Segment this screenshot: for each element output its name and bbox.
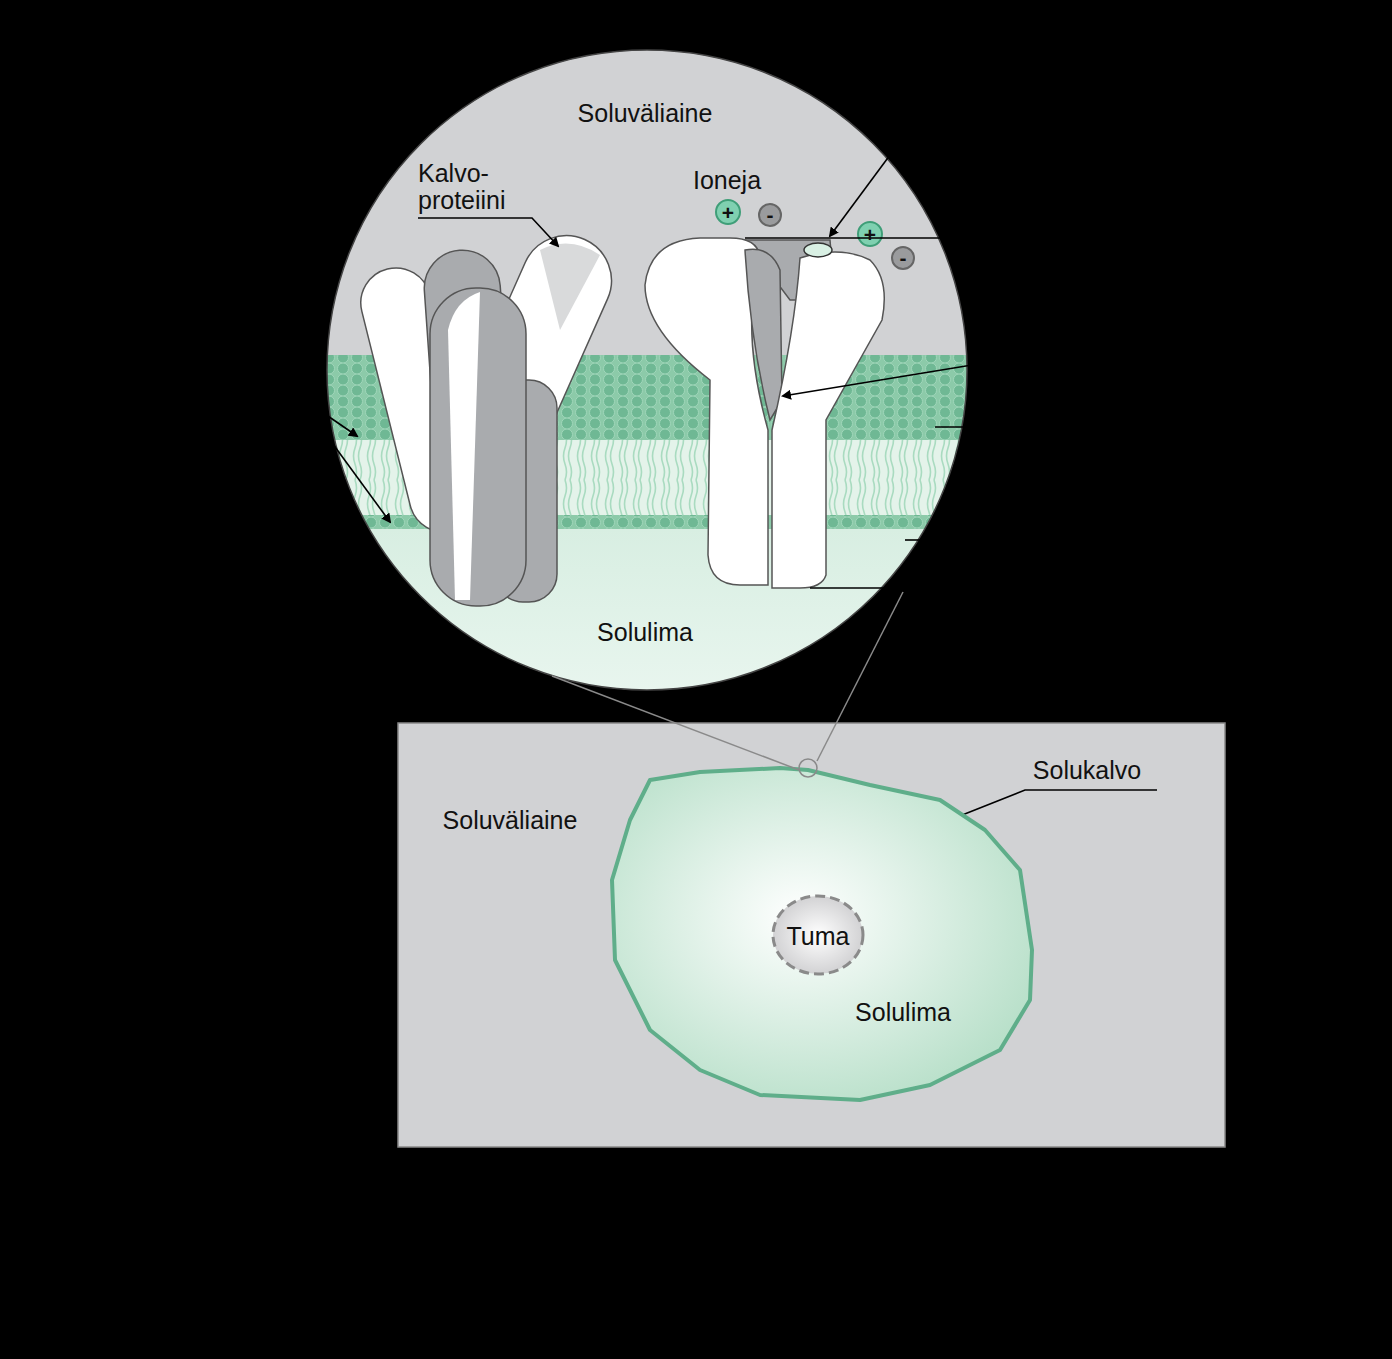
region-box: SoluväliaineSolulima Tuma (398, 723, 1225, 1147)
nucleus-shape: Tuma (770, 893, 866, 977)
ion-sign: - (900, 247, 907, 268)
ion-sign: - (767, 204, 774, 225)
ion-sign: + (722, 202, 734, 223)
part-label: Ioneja (693, 167, 761, 194)
region-label: Tuma (787, 923, 850, 950)
part-label: Kalvo- proteiini (418, 160, 548, 214)
region-label: Soluväliaine (443, 807, 578, 834)
region-label: Soluväliaine (578, 100, 713, 127)
cell-shape: Solulima Tuma (608, 758, 1038, 1103)
region-label: Solulima (855, 999, 951, 1026)
ion-sign: + (864, 224, 876, 245)
part-label: Solukalvo (1033, 757, 1141, 784)
region-label: Solulima (597, 619, 693, 646)
zoom-circle: SoluväliaineSolulima (327, 50, 967, 690)
